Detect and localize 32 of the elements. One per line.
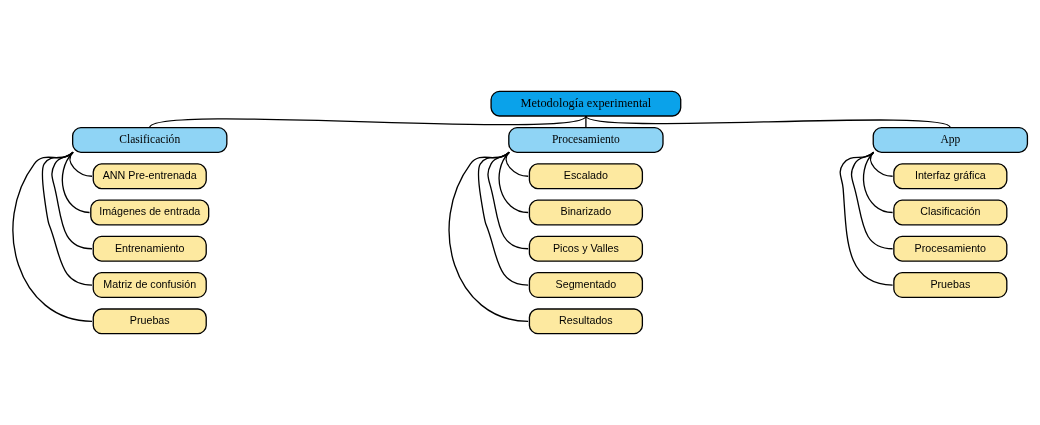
connector xyxy=(870,151,894,177)
node-box: Metodología experimental xyxy=(490,90,682,117)
node-box: Matriz de confusión xyxy=(92,272,207,299)
connector xyxy=(862,151,894,214)
node-box: Interfaz gráfica xyxy=(893,163,1008,190)
connector xyxy=(585,115,587,129)
connector xyxy=(448,151,529,322)
connector xyxy=(51,151,93,250)
connector xyxy=(487,151,529,250)
node-box: Entrenamiento xyxy=(92,235,207,262)
node-box: Clasificación xyxy=(72,126,228,153)
connector xyxy=(585,115,951,129)
node-box: Segmentado xyxy=(528,272,644,299)
connector xyxy=(149,115,587,129)
node-box: App xyxy=(872,126,1029,153)
node-box: Procesamiento xyxy=(508,126,664,153)
node-box: Pruebas xyxy=(893,272,1008,299)
connector xyxy=(61,151,91,214)
connector xyxy=(839,151,894,286)
node-box: Pruebas xyxy=(92,308,207,335)
node-box: Escalado xyxy=(528,163,644,190)
connector xyxy=(41,151,93,286)
node-box: Clasificación xyxy=(893,199,1008,226)
node-box: Procesamiento xyxy=(893,235,1008,262)
connector xyxy=(850,151,894,250)
node-box: Picos y Valles xyxy=(528,235,644,262)
connector xyxy=(12,151,93,322)
node-box: Resultados xyxy=(528,308,644,335)
node-box: Binarizado xyxy=(528,199,644,226)
node-box: Imágenes de entrada xyxy=(90,199,210,226)
connector xyxy=(477,151,529,286)
node-box: ANN Pre-entrenada xyxy=(92,163,207,190)
